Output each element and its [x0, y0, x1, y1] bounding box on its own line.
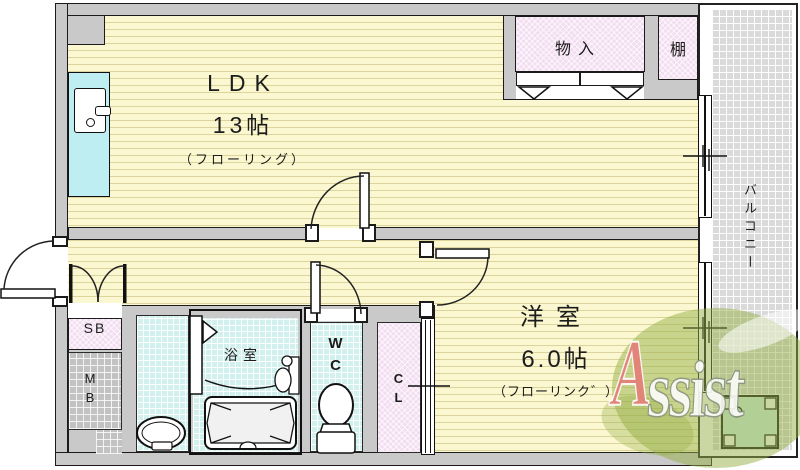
ldk-door-jamb-right [362, 224, 376, 242]
ldk-room-name: LDK [207, 70, 279, 96]
storage-door-open-area [516, 86, 644, 99]
wall-left-lower [55, 306, 68, 465]
kitchen-faucet [95, 106, 111, 116]
entrance-door-swing-arc [3, 240, 55, 290]
wall-ldk-divider-left [68, 227, 306, 240]
ldk-door-jamb-left [305, 224, 319, 242]
bathroom-floor [193, 318, 298, 452]
kitchen-drain [86, 118, 95, 127]
meter-box-label: MB [84, 371, 96, 405]
wall-bottom [55, 452, 712, 466]
toilet-door-jamb-left [304, 307, 318, 323]
shelf-closet [658, 16, 698, 80]
western-label-block: 洋室 6.0帖 （フローリンク゛） [467, 297, 645, 400]
western-floor-type: （フローリンク゛） [492, 384, 619, 399]
storage-door-panel-divider [579, 72, 581, 86]
toilet-door-jamb-right [354, 307, 368, 323]
washbasin-area-floor [136, 315, 189, 452]
ldk-floor-type: （フローリング） [178, 152, 307, 167]
toilet-label: WC [328, 335, 343, 374]
ldk-label-block: LDK 13帖 （フローリング） [158, 70, 328, 168]
shoe-box-open-area [68, 303, 122, 319]
hallway-floor [68, 240, 433, 307]
entrance-door-leaf [0, 288, 56, 299]
wall-ldk-divider-right [375, 227, 712, 240]
meter-box-extension [96, 430, 122, 454]
storage-closet [515, 16, 645, 72]
closet-floor [377, 322, 421, 453]
bathroom-label: 浴室 [224, 347, 262, 363]
balcony-label: バルコニー [742, 183, 757, 273]
entrance-jamb-bottom [52, 296, 68, 307]
ldk-window-pane-line [704, 96, 706, 216]
ldk-room-size: 13帖 [212, 112, 274, 138]
western-door-jamb-top [419, 241, 434, 258]
shoe-box [68, 318, 122, 350]
western-door-jamb-bottom [419, 301, 434, 318]
toilet-door-threshold [317, 309, 355, 321]
entrance-jamb-top [52, 236, 68, 247]
storage-label: 物入 [554, 41, 601, 58]
western-room-size: 6.0帖 [521, 346, 591, 373]
wall-left-upper [55, 3, 68, 237]
shoe-box-label: SB [83, 320, 107, 336]
closet-sliding-door [421, 318, 435, 455]
western-window-pane-line [704, 263, 706, 391]
meter-box [68, 352, 122, 430]
western-room-name: 洋室 [520, 304, 592, 331]
closet-label: CL [393, 371, 404, 405]
shelf-label: 棚 [669, 42, 686, 59]
